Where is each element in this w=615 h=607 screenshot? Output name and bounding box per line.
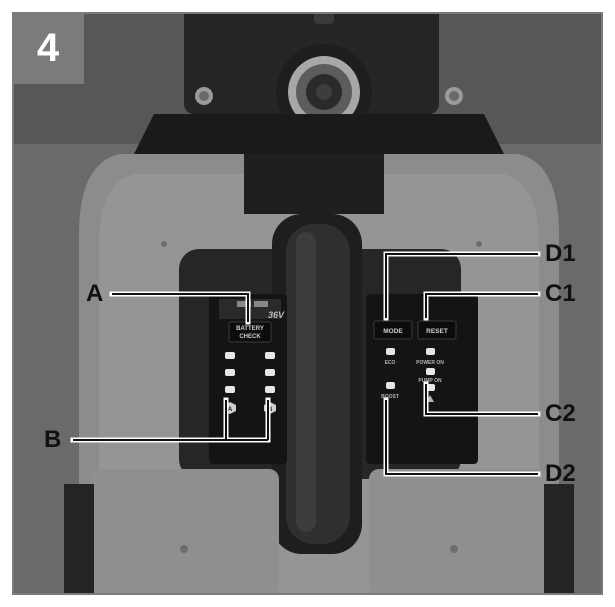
reset-label: RESET bbox=[426, 328, 448, 335]
mode-button[interactable] bbox=[373, 320, 413, 340]
mode-label: MODE bbox=[383, 328, 403, 335]
figure-number: 4 bbox=[36, 25, 60, 70]
battery-check-label-1: BATTERY bbox=[236, 326, 264, 332]
callout-a: A bbox=[86, 280, 104, 307]
reset-button[interactable] bbox=[417, 320, 457, 340]
voltage-badge: 36V bbox=[268, 310, 285, 320]
carry-handle bbox=[244, 154, 384, 554]
battery-led-column-a bbox=[225, 352, 235, 393]
product-photo: 36V BATTERY CHECK A bbox=[12, 12, 603, 595]
callout-b: B bbox=[44, 426, 62, 453]
callout-d2: D2 bbox=[545, 460, 576, 487]
figure-number-badge: 4 bbox=[12, 12, 84, 84]
callout-d1: D1 bbox=[545, 240, 576, 267]
eco-label: ECO bbox=[385, 360, 396, 366]
power-on-led bbox=[426, 348, 435, 355]
pump-on-label: PUMP ON bbox=[418, 378, 442, 384]
boost-led bbox=[386, 382, 395, 389]
svg-text:A: A bbox=[228, 407, 233, 413]
callout-c1: C1 bbox=[545, 280, 576, 307]
tool-illustration: 36V BATTERY CHECK A bbox=[14, 14, 601, 593]
power-on-label: POWER ON bbox=[416, 360, 444, 366]
callout-c2: C2 bbox=[545, 400, 576, 427]
eco-led bbox=[386, 348, 395, 355]
housing-bolts bbox=[195, 87, 463, 105]
mode-panel: MODE RESET ECO POWER ON PUMP ON BOOST bbox=[366, 294, 478, 464]
pump-on-led bbox=[426, 368, 435, 375]
boost-label: BOOST bbox=[381, 394, 399, 400]
battery-led-column-b bbox=[265, 352, 275, 393]
battery-check-label-2: CHECK bbox=[239, 334, 261, 340]
